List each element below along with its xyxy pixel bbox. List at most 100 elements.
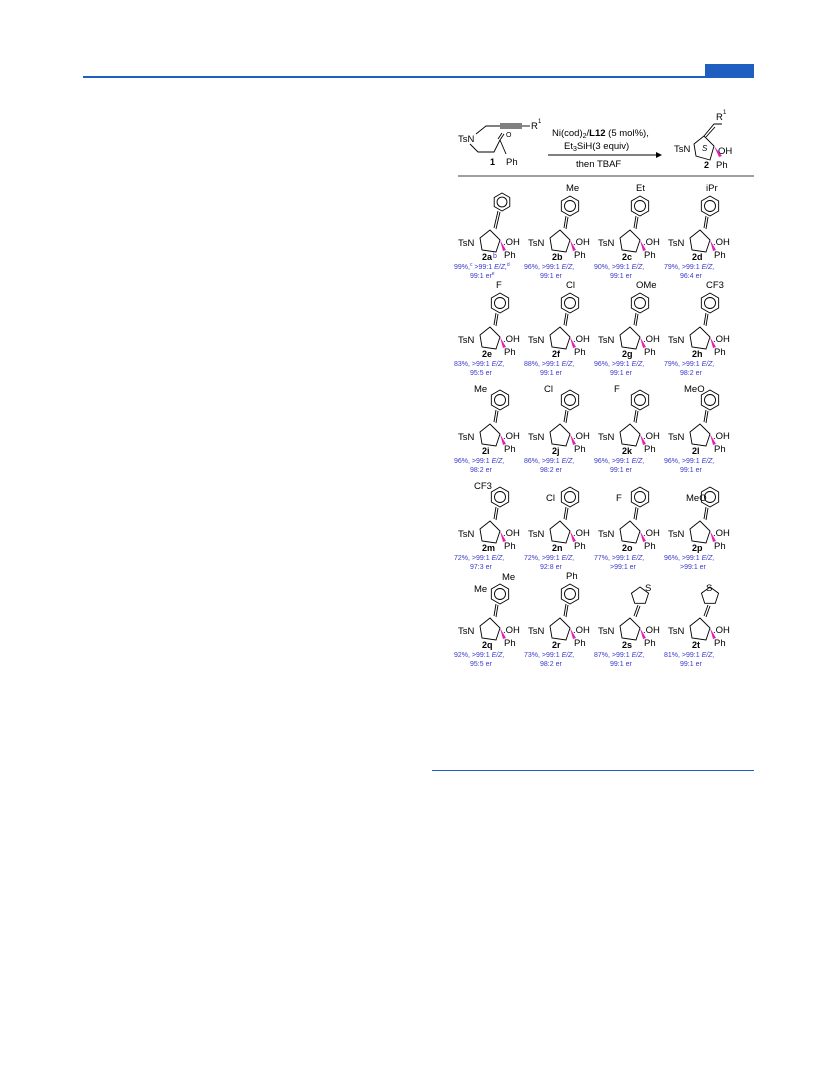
tsn-label: TsN	[668, 335, 685, 346]
oh-label: .OH	[573, 334, 590, 345]
yield-line-1: 88%, >99:1 E/Z,	[524, 361, 574, 368]
oh-label: .OH	[573, 625, 590, 636]
yield-line-2: 99:1 er	[680, 467, 702, 474]
compound-label: 2j	[552, 446, 560, 456]
yield-line-2: >99:1 er	[680, 564, 707, 571]
yield-line-2: 99:1 er	[680, 661, 702, 668]
substituent-label-2: Me	[474, 584, 487, 595]
ph-label: Ph	[644, 541, 656, 552]
substituent-label: Me	[502, 572, 515, 583]
yield-line-2: 98:2 er	[540, 661, 562, 668]
tsn-label: TsN	[598, 432, 615, 443]
header-tab	[705, 64, 754, 77]
stereo-wedge	[500, 240, 506, 251]
yield-line-2: 95:5 er	[470, 370, 492, 377]
start-r: R	[531, 121, 538, 132]
compound-label: 2m	[482, 543, 495, 553]
oh-label: .OH	[503, 237, 520, 248]
stereo-wedge	[710, 240, 716, 251]
stereo-wedge	[570, 337, 576, 348]
yield-line-2: 98:2 er	[470, 467, 492, 474]
start-label: 1	[490, 157, 495, 167]
yield-line-1: 99%,c >99:1 E/Z,d	[454, 262, 510, 271]
product-general: TsN R 1 S OH 2 Ph	[674, 110, 732, 171]
yield-line-1: 79%, >99:1 E/Z,	[664, 361, 714, 368]
stereo-wedge	[570, 240, 576, 251]
substrate-scope-scheme: TsN R 1 1 Ph O Ni(cod)2/L12 (5 mol%), Et…	[454, 110, 754, 668]
stereo-wedge	[500, 434, 506, 445]
substituent-label: Cl	[546, 493, 555, 504]
substituent-label: Me	[566, 183, 579, 194]
oh-label: .OH	[503, 334, 520, 345]
substituent-label: MeO	[686, 493, 707, 504]
oh-label: .OH	[713, 528, 730, 539]
yield-line-2: 96:4 er	[680, 273, 702, 280]
yield-line-2: 97:3 er	[470, 564, 492, 571]
ph-label: Ph	[714, 638, 726, 649]
yield-line-1: 96%, >99:1 E/Z,	[524, 264, 574, 271]
tsn-label: TsN	[458, 626, 475, 637]
start-ph: Ph	[506, 157, 518, 168]
product-stereo: S	[702, 144, 708, 153]
ph-label: Ph	[574, 250, 586, 261]
oh-label: .OH	[643, 625, 660, 636]
stereo-wedge	[710, 531, 716, 542]
ph-label: Ph	[504, 638, 516, 649]
yield-line-2: 99:1 er	[540, 370, 562, 377]
stereo-wedge	[570, 434, 576, 445]
stereo-wedge	[570, 531, 576, 542]
yield-line-2: 98:2 er	[680, 370, 702, 377]
tsn-label: TsN	[528, 335, 545, 346]
svg-text:R: R	[716, 112, 723, 123]
yield-line-1: 79%, >99:1 E/Z,	[664, 264, 714, 271]
ph-label: Ph	[504, 541, 516, 552]
yield-line-1: 92%, >99:1 E/Z,	[454, 652, 504, 659]
substituent-label: Et	[636, 183, 645, 194]
stereo-wedge	[570, 628, 576, 639]
oh-label: .OH	[503, 625, 520, 636]
cond-line3: then TBAF	[576, 159, 621, 170]
ph-label: Ph	[714, 250, 726, 261]
start-r-sup: 1	[538, 119, 542, 125]
substituent-label: CF3	[474, 481, 492, 492]
yield-line-2: 95:5 er	[470, 661, 492, 668]
stereo-wedge	[640, 628, 646, 639]
yield-line-1: 87%, >99:1 E/Z,	[594, 652, 644, 659]
compound-label: 2h	[692, 349, 703, 359]
compound-label: 2e	[482, 349, 492, 359]
oh-label: .OH	[713, 431, 730, 442]
tsn-label: TsN	[668, 529, 685, 540]
ph-label: Ph	[644, 638, 656, 649]
svg-text:Ph: Ph	[716, 160, 728, 171]
yield-line-1: 96%, >99:1 E/Z,	[594, 361, 644, 368]
yield-line-1: 90%, >99:1 E/Z,	[594, 264, 644, 271]
ph-label: Ph	[574, 444, 586, 455]
tsn-label: TsN	[528, 432, 545, 443]
ph-label: Ph	[574, 541, 586, 552]
compound-label: 2a	[482, 252, 493, 262]
compound-label: 2c	[622, 252, 632, 262]
header-rule	[83, 76, 754, 78]
compound-label-sup: b	[493, 253, 497, 260]
substituent-label: Cl	[544, 384, 553, 395]
yield-line-2: 99:1 er	[610, 661, 632, 668]
yield-line-1: 96%, >99:1 E/Z,	[664, 555, 714, 562]
thiophene-s: S	[706, 583, 712, 594]
tsn-label: TsN	[458, 432, 475, 443]
substituent-label: iPr	[706, 183, 718, 194]
tsn-label: TsN	[598, 238, 615, 249]
